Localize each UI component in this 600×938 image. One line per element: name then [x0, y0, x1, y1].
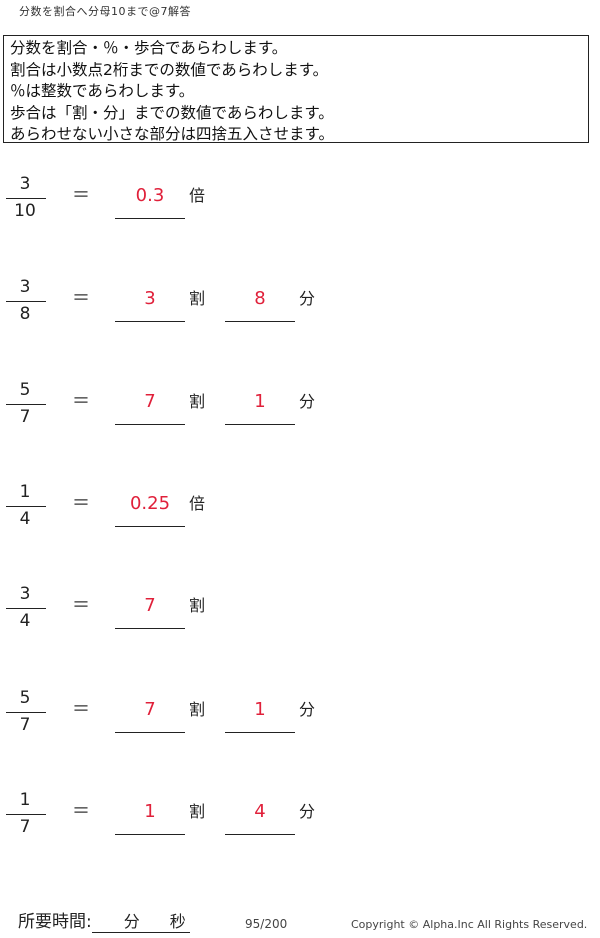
denominator: 7 — [19, 817, 31, 837]
unit-1: 割 — [189, 700, 206, 719]
time-underline — [91, 932, 190, 933]
denominator: 7 — [19, 407, 31, 427]
unit-1: 倍 — [189, 186, 206, 205]
answer-1: 1 — [144, 801, 156, 822]
seconds-label: 秒 — [169, 912, 186, 931]
instruction-line: 分数を割合・％・歩合であらわします。 — [10, 39, 288, 57]
page-title: 分数を割合へ分母10まで@7解答 — [19, 5, 191, 18]
answer-1: 0.25 — [129, 493, 171, 514]
equals-sign: ＝ — [72, 391, 90, 412]
answer-field-1[interactable]: 0.3 — [115, 185, 185, 219]
answer-underline — [225, 321, 295, 322]
answer-underline — [115, 834, 185, 835]
answer-1: 7 — [144, 699, 156, 720]
unit-1: 倍 — [189, 494, 206, 513]
unit-1: 割 — [189, 289, 206, 308]
fraction-bar — [6, 198, 46, 199]
answer-2: 1 — [254, 391, 266, 412]
answer-1: 3 — [144, 288, 156, 309]
answer-1: 0.3 — [135, 185, 165, 206]
numerator: 5 — [19, 688, 31, 708]
numerator: 1 — [19, 790, 31, 810]
equals-sign: ＝ — [72, 699, 90, 720]
answer-underline — [115, 321, 185, 322]
unit-2: 分 — [299, 802, 316, 821]
numerator: 1 — [19, 482, 31, 502]
answer-underline — [115, 424, 185, 425]
numerator: 3 — [19, 277, 31, 297]
fraction-bar — [6, 506, 46, 507]
equals-sign: ＝ — [72, 185, 90, 206]
time-blank[interactable]: 分秒 — [91, 911, 190, 933]
answer-field-1[interactable]: 7 — [115, 595, 185, 629]
time-taken: 所要時間:分秒 — [18, 911, 190, 933]
fraction-bar — [6, 712, 46, 713]
fraction-bar — [6, 608, 46, 609]
answer-field-2[interactable]: 4 — [225, 801, 295, 835]
fraction-bar — [6, 404, 46, 405]
answer-field-2[interactable]: 1 — [225, 391, 295, 425]
unit-1: 割 — [189, 802, 206, 821]
unit-2: 分 — [299, 289, 316, 308]
denominator: 7 — [19, 715, 31, 735]
unit-2: 分 — [299, 700, 316, 719]
time-label: 所要時間: — [18, 912, 92, 932]
equals-sign: ＝ — [72, 288, 90, 309]
answer-2: 8 — [254, 288, 266, 309]
answer-underline — [115, 732, 185, 733]
answer-1: 7 — [144, 595, 156, 616]
denominator: 4 — [19, 611, 31, 631]
fraction-bar — [6, 301, 46, 302]
instruction-line: 割合は小数点2桁までの数値であらわします。 — [10, 60, 329, 79]
numerator: 3 — [19, 174, 31, 194]
problem-row: 1 7 ＝ 1 割 4 分 — [0, 790, 600, 850]
instruction-line: 歩合は「割・分」までの数値であらわします。 — [10, 103, 334, 122]
answer-field-1[interactable]: 1 — [115, 801, 185, 835]
answer-field-1[interactable]: 0.25 — [115, 493, 185, 527]
answer-underline — [115, 628, 185, 629]
answer-field-2[interactable]: 1 — [225, 699, 295, 733]
answer-1: 7 — [144, 391, 156, 412]
denominator: 4 — [19, 509, 31, 529]
numerator: 5 — [19, 380, 31, 400]
answer-field-1[interactable]: 7 — [115, 699, 185, 733]
minutes-label: 分 — [123, 912, 140, 931]
problem-row: 1 4 ＝ 0.25 倍 — [0, 482, 600, 542]
answer-underline — [115, 218, 185, 219]
denominator: 8 — [19, 304, 31, 324]
answer-underline — [225, 424, 295, 425]
fraction-bar — [6, 814, 46, 815]
numerator: 3 — [19, 584, 31, 604]
instructions-box: 分数を割合・％・歩合であらわします。 割合は小数点2桁までの数値であらわします。… — [3, 35, 589, 143]
problem-row: 3 8 ＝ 3 割 8 分 — [0, 277, 600, 337]
page-number: 95/200 — [245, 917, 288, 931]
denominator: 10 — [14, 201, 36, 221]
answer-underline — [115, 526, 185, 527]
unit-1: 割 — [189, 392, 206, 411]
answer-field-1[interactable]: 3 — [115, 288, 185, 322]
unit-1: 割 — [189, 596, 206, 615]
equals-sign: ＝ — [72, 595, 90, 616]
problem-row: 5 7 ＝ 7 割 1 分 — [0, 380, 600, 440]
answer-underline — [225, 834, 295, 835]
answer-field-1[interactable]: 7 — [115, 391, 185, 425]
problem-row: 3 4 ＝ 7 割 — [0, 584, 600, 644]
instruction-line: ％は整数であらわします。 — [10, 82, 195, 100]
instruction-line: あらわせない小さな部分は四捨五入させます。 — [10, 125, 334, 143]
answer-2: 4 — [254, 801, 266, 822]
equals-sign: ＝ — [72, 493, 90, 514]
copyright: Copyright © Alpha.Inc All Rights Reserve… — [351, 918, 588, 931]
equals-sign: ＝ — [72, 801, 90, 822]
answer-underline — [225, 732, 295, 733]
unit-2: 分 — [299, 392, 316, 411]
answer-2: 1 — [254, 699, 266, 720]
problem-row: 5 7 ＝ 7 割 1 分 — [0, 688, 600, 748]
problem-row: 3 10 ＝ 0.3 倍 — [0, 174, 600, 234]
answer-field-2[interactable]: 8 — [225, 288, 295, 322]
